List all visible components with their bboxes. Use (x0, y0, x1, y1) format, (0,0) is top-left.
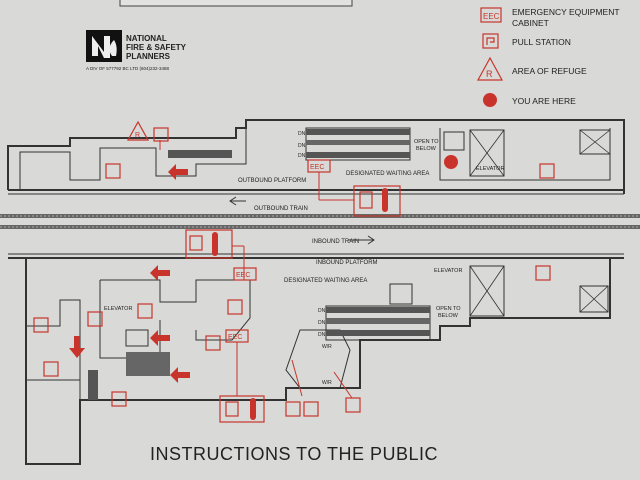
extinguisher-icon-2 (539, 163, 555, 179)
legend-label-pull-station: PULL STATION (512, 37, 571, 47)
logo-line-1: NATIONAL (126, 34, 167, 43)
you-are-here-marker (444, 155, 458, 169)
dn-label-3: DN (298, 153, 306, 159)
exit-arrow-2 (150, 265, 170, 281)
extinguisher-icon-1 (105, 163, 121, 179)
instructions-title: INSTRUCTIONS TO THE PUBLIC (150, 444, 438, 464)
refuge-marker-symbol: R (135, 132, 140, 139)
open-to-below-top-line1: OPEN TO (414, 139, 439, 145)
exit-arrows (69, 164, 190, 383)
legend-label-eec-line1: EMERGENCY EQUIPMENT (512, 7, 620, 17)
train-tracks (0, 214, 640, 229)
extinguisher-icon-7 (227, 299, 243, 315)
logo-line-3: PLANNERS (126, 52, 171, 61)
open-to-below-bottom-line1: OPEN TO (436, 306, 461, 312)
logo-line-2: FIRE & SAFETY (126, 43, 187, 52)
eec-symbol: EEC (483, 12, 500, 21)
extinguisher-icon-8 (111, 391, 127, 407)
dn-label-6: DN (318, 332, 326, 338)
exit-arrow-5 (69, 336, 85, 358)
area-of-refuge-marker (126, 120, 150, 141)
extinguisher-icon-9 (285, 401, 301, 417)
inbound-train-label: INBOUND TRAIN (312, 239, 359, 245)
legend: EEC EMERGENCY EQUIPMENT CABINET PULL STA… (476, 7, 620, 107)
extinguisher-icon-3 (535, 265, 551, 281)
dn-label-2: DN (298, 143, 306, 149)
inbound-arrow-icon (348, 235, 375, 245)
pull-station-marker-2 (205, 335, 221, 351)
legend-item-you-are-here: YOU ARE HERE (483, 93, 576, 107)
elevator-right-label: ELEVATOR (434, 268, 462, 274)
logo-n-shape (92, 36, 110, 58)
legend-label-eec-line2: CABINET (512, 18, 549, 28)
elevator-left-label: ELEVATOR (104, 306, 132, 312)
extinguisher-cabinet-mid (185, 229, 233, 259)
extinguisher-cabinet-top (353, 185, 401, 217)
you-are-here-icon (483, 93, 497, 107)
eec-icon (480, 7, 502, 23)
upper-inner-wall (19, 128, 247, 190)
outbound-arrow-icon (229, 196, 246, 206)
eec-marker-top-label: EEC (310, 164, 324, 171)
dn-label-5: DN (318, 320, 326, 326)
legend-label-you-are-here: YOU ARE HERE (512, 96, 576, 106)
pull-station-icon (482, 33, 499, 49)
eec-marker-middle-label: EEC (236, 272, 250, 279)
floor-plan: DN DN DN OPEN TO BELOW ELEVATOR DESIGNAT… (0, 119, 640, 465)
area-of-refuge-icon (476, 56, 504, 81)
legend-label-area-of-refuge: AREA OF REFUGE (512, 66, 587, 76)
washroom-label-1: W/R (322, 344, 332, 350)
safety-markers: R EEC EEC EEC (33, 120, 555, 423)
legend-item-area-of-refuge: R AREA OF REFUGE (476, 56, 587, 81)
extinguisher-icon-10 (345, 397, 361, 413)
open-to-below-bottom-line2: BELOW (438, 313, 459, 319)
extinguisher-icon-4 (33, 317, 49, 333)
inbound-platform-label: INBOUND PLATFORM (316, 260, 378, 266)
logo-subline: A DIV OF 577792 BC LTD (604)232-3488 (86, 66, 169, 71)
stairs-top (168, 127, 411, 161)
top-frame (119, 0, 353, 7)
exit-arrow-3 (150, 330, 170, 346)
refuge-symbol: R (486, 69, 493, 79)
exit-arrow-1 (168, 164, 188, 180)
elevator-shaft-bottom (469, 265, 505, 317)
open-to-below-top-line2: BELOW (416, 146, 437, 152)
pull-station-marker (153, 127, 169, 142)
washroom-label-2: W/R (322, 380, 332, 386)
extinguisher-cabinet-bottom (219, 395, 265, 423)
company-logo: NATIONAL FIRE & SAFETY PLANNERS A DIV OF… (86, 30, 187, 71)
extinguisher-icon-5 (87, 311, 103, 327)
legend-item-pull-station: PULL STATION (482, 33, 571, 49)
pull-station-marker-4 (303, 401, 319, 417)
legend-item-eec: EEC EMERGENCY EQUIPMENT CABINET (480, 7, 620, 28)
pull-station-marker-3 (43, 361, 59, 377)
waiting-area-top-label: DESIGNATED WAITING AREA (346, 171, 429, 177)
stairs-bottom (88, 305, 431, 400)
outbound-train-label: OUTBOUND TRAIN (254, 206, 308, 212)
upper-outer-wall (7, 119, 625, 194)
dn-label-1: DN (298, 131, 306, 137)
dn-label-4: DN (318, 308, 326, 314)
outbound-platform-label: OUTBOUND PLATFORM (238, 178, 306, 184)
extinguisher-icon-6 (137, 303, 153, 319)
elevator-shaft-top (469, 129, 505, 177)
elevator-top-label: ELEVATOR (476, 166, 504, 172)
waiting-area-bottom-label: DESIGNATED WAITING AREA (284, 278, 367, 284)
exit-arrow-4 (170, 367, 190, 383)
eec-marker-bottom-label: EEC (228, 334, 242, 341)
eec-marker-middle (233, 267, 257, 281)
lower-outer-wall (25, 258, 611, 465)
